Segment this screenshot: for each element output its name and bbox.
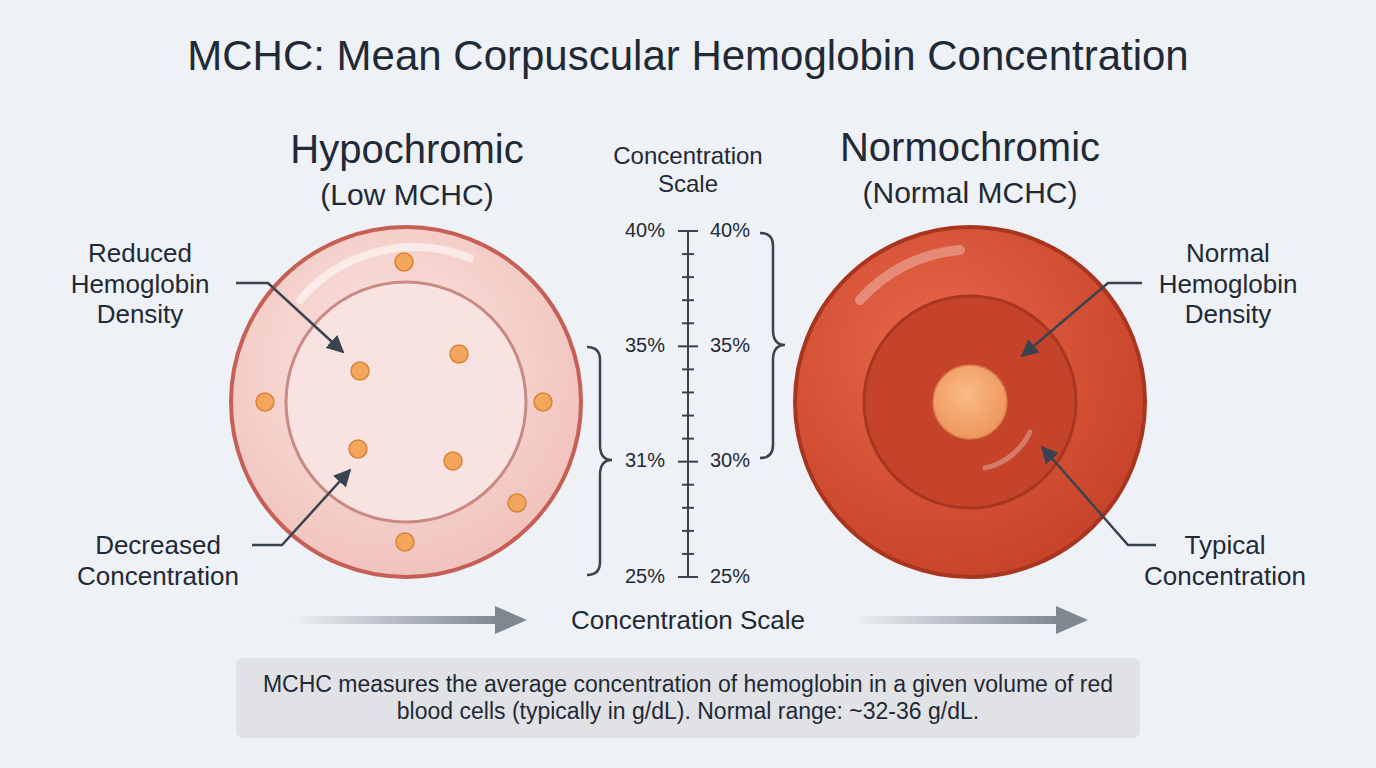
leader-line (236, 283, 343, 352)
callout-label: Normal Hemoglobin Density (1141, 238, 1316, 330)
highlight (860, 250, 960, 300)
scale-tick (682, 415, 694, 417)
scale-heading: Concentration Scale (591, 142, 786, 199)
scale-value: 31% (623, 449, 667, 473)
leader-line (252, 470, 350, 545)
caption-panel (236, 658, 1140, 738)
title: MCHC: Mean Corpuscular Hemoglobin Concen… (187, 31, 1188, 81)
scale-tick (678, 345, 698, 347)
scale-tick (682, 299, 694, 301)
scale-tick (682, 553, 694, 555)
hemoglobin-dot (395, 253, 413, 271)
scale-tick (678, 230, 698, 232)
caption: MCHC measures the average concentration … (253, 671, 1123, 725)
arrow-head (495, 606, 527, 634)
scale-axis (678, 231, 698, 577)
axis-label: Concentration Scale (571, 605, 805, 636)
scale-tick (682, 507, 694, 509)
callout-label: Reduced Hemoglobin Density (53, 238, 228, 330)
hypochromic-cell (231, 227, 581, 577)
cell-subheading: (Low MCHC) (320, 177, 493, 212)
hemoglobin-dot (396, 533, 414, 551)
hemoglobin-dots (256, 253, 552, 551)
scale-value: 25% (623, 565, 667, 589)
cell-center (933, 365, 1007, 439)
cell-heading: Hypochromic (290, 126, 523, 173)
leader-lines (236, 283, 1156, 545)
leader-line (1022, 283, 1142, 356)
hemoglobin-dot (450, 345, 468, 363)
highlight (300, 247, 470, 300)
scale-tick (682, 530, 694, 532)
callout-label: Typical Concentration (1125, 530, 1325, 591)
cell-subheading: (Normal MCHC) (863, 175, 1078, 210)
scale-tick (682, 322, 694, 324)
scale-tick (682, 438, 694, 440)
scale-value: 25% (708, 565, 752, 589)
arrow-shaft (292, 616, 497, 624)
hemoglobin-dot (256, 393, 274, 411)
scale-tick (682, 391, 694, 393)
highlight (985, 432, 1030, 468)
scale-tick (682, 368, 694, 370)
callout-label: Decreased Concentration (58, 530, 258, 591)
hemoglobin-dot (508, 494, 526, 512)
scale-tick (682, 253, 694, 255)
normochromic-cell (795, 227, 1145, 577)
leader-line (1042, 447, 1156, 545)
scale-value: 40% (708, 219, 752, 243)
scale-value: 40% (623, 219, 667, 243)
scale-value: 35% (708, 334, 752, 358)
scale-value: 30% (708, 449, 752, 473)
inner-pallor (286, 282, 526, 522)
scale-tick (678, 461, 698, 463)
cell-heading: Normochromic (840, 124, 1100, 171)
inner-ring (864, 296, 1076, 508)
hemoglobin-dot (534, 393, 552, 411)
arrow-head (1056, 606, 1088, 634)
scale-tick (682, 484, 694, 486)
arrow-shaft (853, 616, 1058, 624)
scale-tick (682, 276, 694, 278)
bracket (587, 347, 612, 575)
scale-tick (678, 576, 698, 578)
bracket (760, 233, 785, 458)
hemoglobin-dot (444, 452, 462, 470)
hemoglobin-dot (349, 440, 367, 458)
hemoglobin-dot (351, 362, 369, 380)
scale-value: 35% (623, 334, 667, 358)
scale-line (687, 231, 689, 577)
